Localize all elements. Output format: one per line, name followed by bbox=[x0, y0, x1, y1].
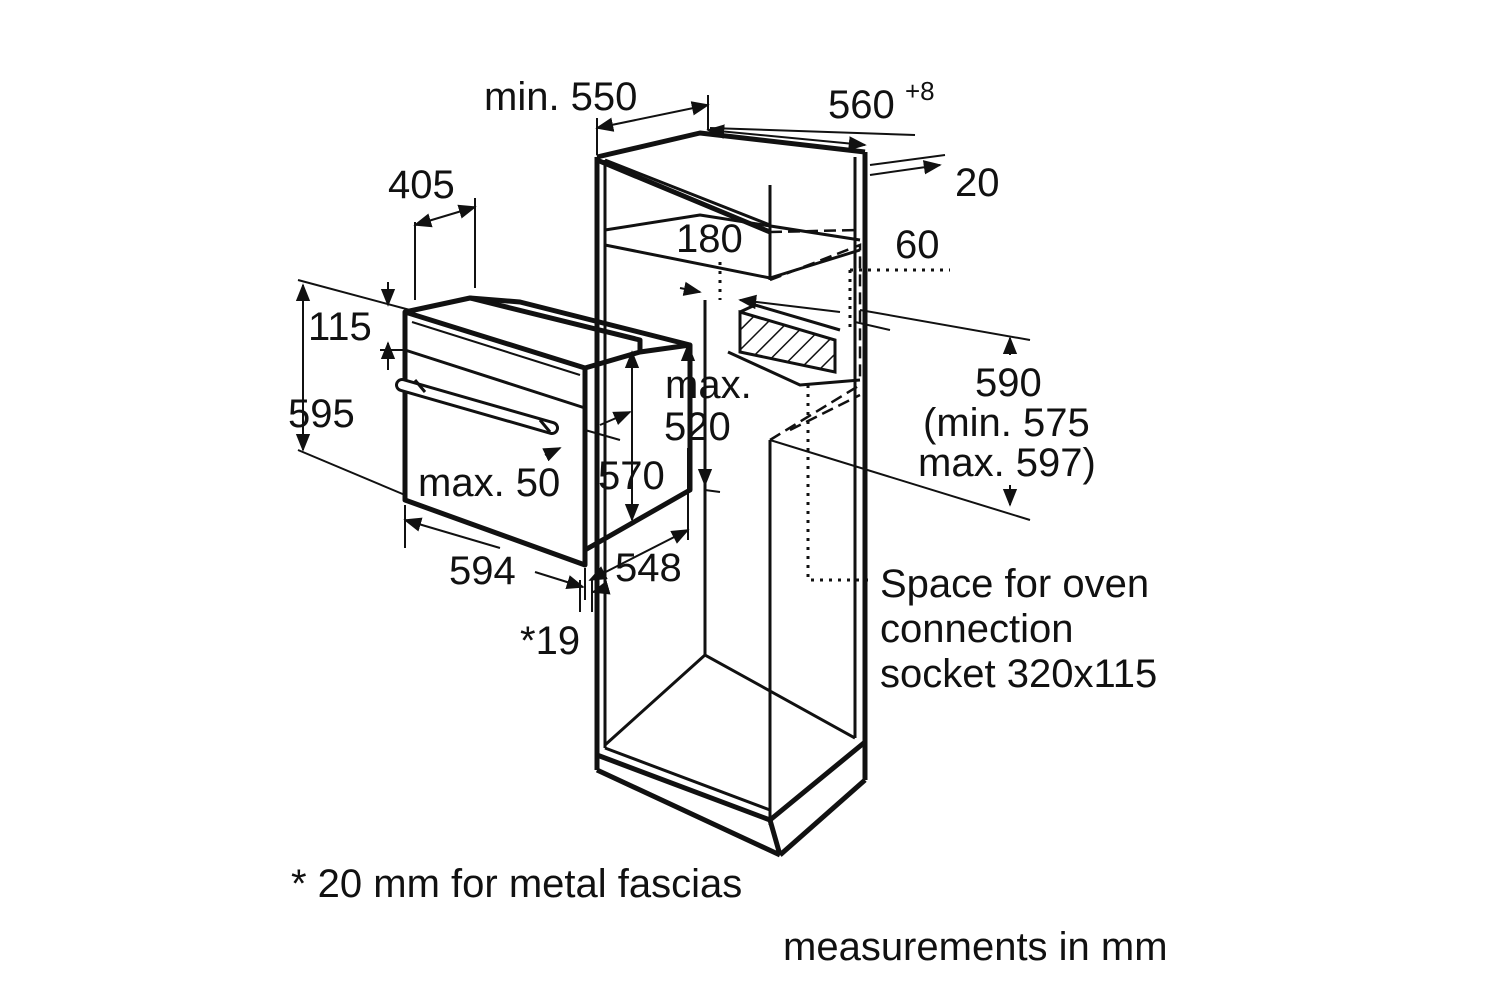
label-panel-height: 115 bbox=[308, 305, 372, 349]
socket-note-line-1: Space for oven bbox=[880, 562, 1149, 606]
label-cabinet-width: 560 bbox=[828, 83, 895, 127]
dimension-labels: min. 550 560 +8 20 180 60 405 115 595 59… bbox=[288, 75, 1096, 663]
oven bbox=[395, 295, 693, 568]
label-front-max: max. 50 bbox=[418, 461, 560, 505]
socket-note: Space for oven connection socket 320x115 bbox=[880, 562, 1157, 696]
label-cutout-value: 520 bbox=[664, 405, 731, 449]
cabinet bbox=[594, 130, 950, 858]
label-cabinet-width-tolerance: +8 bbox=[905, 76, 935, 106]
footnote: * 20 mm for metal fascias bbox=[291, 862, 742, 906]
socket-note-line-2: connection bbox=[880, 607, 1073, 651]
label-oven-body-depth: 570 bbox=[598, 454, 665, 498]
label-niche-height-min: (min. 575 bbox=[923, 401, 1090, 445]
label-oven-height: 595 bbox=[288, 392, 355, 436]
label-fascia: *19 bbox=[520, 619, 580, 663]
units-note: measurements in mm bbox=[783, 925, 1168, 969]
label-socket-offset: 60 bbox=[895, 223, 940, 267]
dimension-lines bbox=[295, 95, 1031, 612]
label-oven-top-depth: 405 bbox=[388, 163, 455, 207]
label-ventilation-depth: 180 bbox=[676, 217, 743, 261]
label-side-gap: 20 bbox=[955, 161, 1000, 205]
label-cabinet-depth: min. 550 bbox=[484, 75, 637, 119]
label-body-depth-2: 548 bbox=[615, 546, 682, 590]
socket-note-line-3: socket 320x115 bbox=[880, 652, 1157, 696]
label-niche-height-max: max. 597) bbox=[918, 441, 1096, 485]
label-oven-width: 594 bbox=[449, 549, 516, 593]
label-cutout-max: max. bbox=[665, 363, 752, 407]
oven-handle bbox=[395, 378, 559, 435]
label-niche-height: 590 bbox=[975, 361, 1042, 405]
